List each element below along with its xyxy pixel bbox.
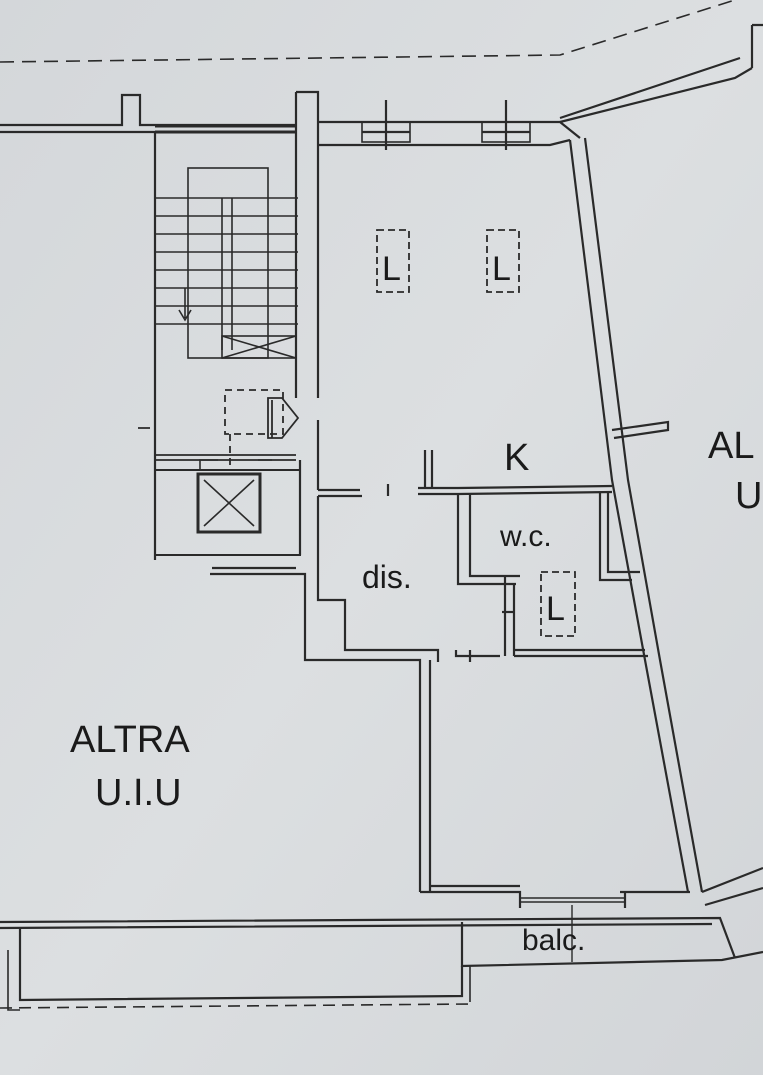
stair-top-wall [155,124,296,134]
stair-arrow-icon [178,288,192,322]
entrance-symbol [224,389,300,470]
altra-left-line2: U.I.U [95,772,182,814]
window-label-3: L [546,590,565,628]
wall-bottom-right [620,890,690,908]
room-label-wc: w.c. [499,520,552,553]
property-boundary-bottom [0,1003,471,1009]
property-boundary-top [0,0,736,63]
top-window-right [481,100,531,150]
wall-wc-right [598,492,640,582]
lower-block [18,928,464,1002]
balcony-door [520,897,625,903]
top-window-left [361,100,411,150]
wall-k-wc [457,484,613,496]
window-label-2: L [492,250,511,288]
balcony-rail [460,922,763,968]
outer-wall-top-right [559,56,753,124]
room-label-kitchen: K [504,437,529,479]
window-right-k [611,420,670,440]
window-label-1: L [382,250,401,288]
landing-lines [138,427,296,461]
lower-block-edge [7,950,471,1011]
altra-right-line2: U [735,475,762,517]
outer-wall-top-right-end [750,23,763,68]
wall-dis-left [316,496,440,662]
balcony-outer-wall [0,916,737,959]
room-label-balc: balc. [522,924,585,957]
outer-wall-right-bottom [701,866,763,907]
window-l-box-3 [540,571,576,637]
wall-wc-bottom [514,648,648,658]
window-l-box-1 [376,229,410,293]
wall-wc-left [456,494,520,586]
wall-left-unit [210,572,422,892]
wall-wc-bottom-vertical [503,576,516,656]
window-l-box-2 [486,229,520,293]
room-label-dis: dis. [362,559,412,595]
altra-right-line1: AL [708,425,754,467]
slanted-wall-inner [568,139,690,893]
slanted-wall-outer [583,137,704,893]
elevator-shaft [154,459,301,556]
altra-left-line1: ALTRA [70,719,190,761]
entrance-arrow-icon [267,397,300,439]
door-dis-bottom [454,650,500,662]
wall-dis-top [318,488,362,498]
wall-k-stub [423,450,434,488]
staircase [155,167,298,359]
